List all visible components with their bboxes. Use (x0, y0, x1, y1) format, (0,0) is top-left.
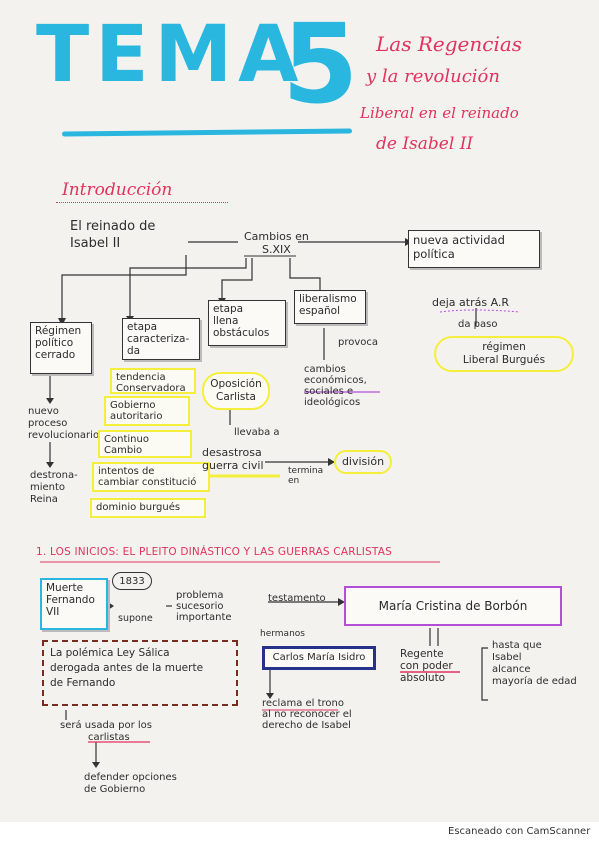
supone-text: supone (118, 613, 153, 624)
intro-heading: Introducción (62, 180, 173, 200)
llevaba-text: llevaba a (234, 427, 280, 438)
carlos-maria-isidro-box: Carlos María Isidro (262, 646, 376, 670)
deja-atras-text: deja atrás A.R (432, 296, 510, 309)
section-1-heading: 1. LOS INICIOS: EL PLEITO DINÁSTICO Y LA… (36, 546, 392, 558)
provoca-text: provoca (338, 337, 379, 348)
dominio-burgues-box: dominio burgués (90, 498, 206, 518)
subtitle-line-1: Las Regencias (376, 32, 523, 56)
subtitle-line-2: y la revolución (366, 66, 500, 87)
intro-underline (56, 202, 228, 204)
hermanos-text: hermanos (260, 629, 305, 639)
topic-number: 5 (282, 0, 359, 128)
division-bubble: división (334, 450, 392, 474)
page-title: TEMA (36, 10, 305, 100)
maria-cristina-box: María Cristina de Borbón (344, 586, 562, 626)
subtitle-line-4: de Isabel II (376, 134, 474, 154)
scanner-watermark: Escaneado con CamScanner (448, 826, 591, 837)
year-badge: 1833 (112, 572, 152, 590)
footer-bar (0, 822, 599, 848)
subtitle-line-3: Liberal en el reinado (360, 104, 519, 122)
da-paso-text: da paso (458, 319, 498, 330)
testamento-text: testamento (268, 593, 326, 604)
